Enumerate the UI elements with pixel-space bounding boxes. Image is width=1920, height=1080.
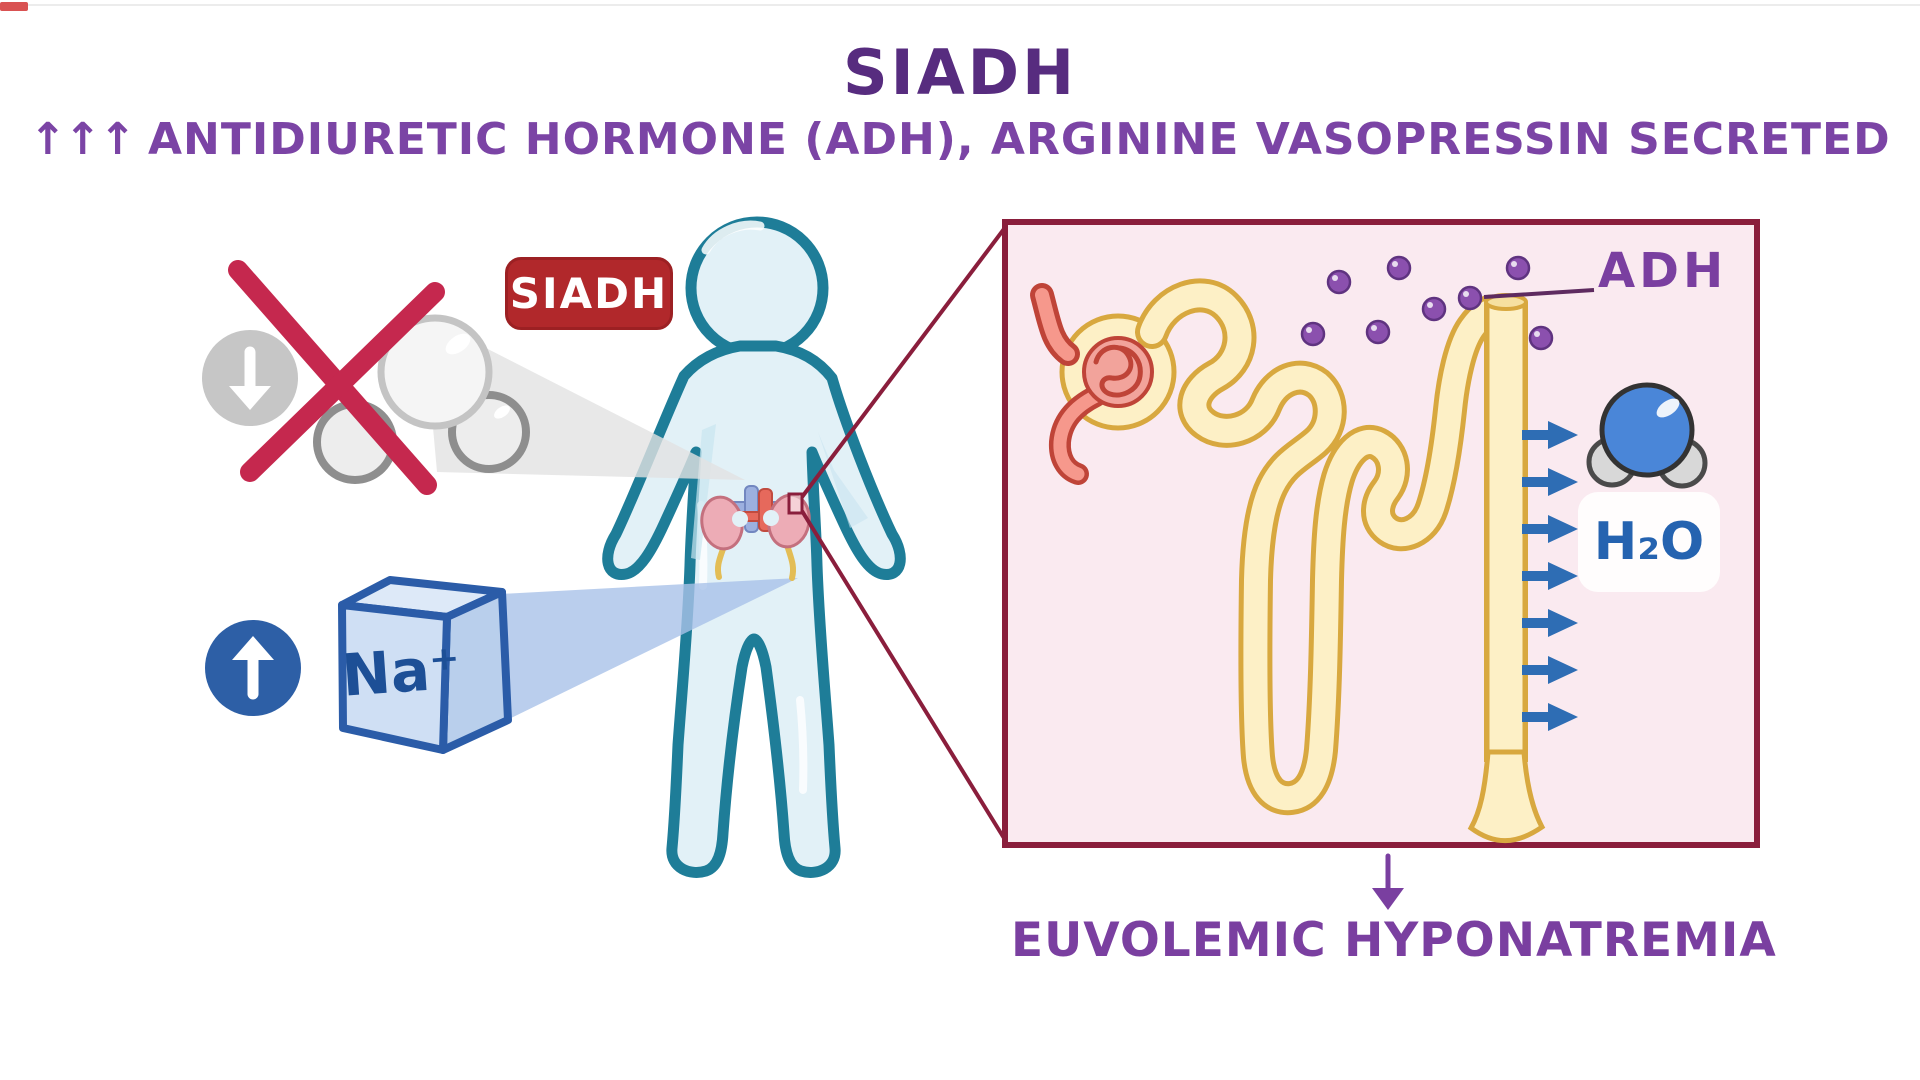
- subtitle-text: ANTIDIURETIC HORMONE (ADH), ARGININE VAS…: [147, 114, 1891, 165]
- h2o-label: H₂O: [1578, 492, 1720, 592]
- leg-highlight: [796, 696, 808, 794]
- reabsorption-arrow-icon: [1522, 468, 1578, 496]
- adh-dot: [1326, 269, 1352, 295]
- prohibited-cross-icon: [228, 260, 445, 495]
- sphere-highlight: [445, 333, 471, 355]
- reabsorption-arrow-icon: [1522, 703, 1578, 731]
- top-hairline: [0, 4, 1920, 6]
- oxygen-highlight: [1656, 398, 1680, 418]
- page-subtitle: ↑↑↑ANTIDIURETIC HORMONE (ADH), ARGININE …: [0, 114, 1920, 165]
- efferent-arteriole: [1053, 389, 1103, 481]
- reabsorption-arrow-icon: [1522, 609, 1578, 637]
- duct-flare: [1467, 749, 1546, 844]
- callout-source-box: [787, 492, 804, 515]
- up-arrow-head: [232, 636, 274, 660]
- bottom-caption: EUVOLEMIC HYPONATREMIA: [1011, 913, 1777, 968]
- siadh-badge: SIADH: [505, 257, 673, 330]
- adh-dot: [1457, 285, 1483, 311]
- adh-dot: [1505, 255, 1531, 281]
- glomerulus-coil: [1093, 344, 1143, 398]
- increase-indicator: [205, 620, 301, 716]
- nephron: [1030, 278, 1546, 844]
- callout-line-bottom: [800, 509, 1009, 845]
- kidneys-group: [700, 485, 811, 581]
- adh-dot: [1421, 296, 1447, 322]
- oxygen-sphere: [1599, 382, 1695, 478]
- cube-front-face: [338, 601, 451, 754]
- reabsorption-arrow-icon: [1522, 656, 1578, 684]
- adh-molecules: [1300, 255, 1595, 351]
- adh-label: ADH: [1598, 243, 1728, 299]
- reabsorption-arrow-icon: [1522, 515, 1578, 543]
- right-kidney-hilum: [763, 510, 779, 526]
- sphere-highlight-small: [494, 405, 510, 419]
- callout-line-top: [800, 223, 1009, 499]
- water-molecule-blue: [1586, 382, 1708, 489]
- arm-shade: [818, 432, 868, 528]
- adh-dot: [1300, 321, 1326, 347]
- adh-dot: [1386, 255, 1412, 281]
- top-left-red-mark: [0, 2, 28, 11]
- afferent-arteriole: [1035, 288, 1075, 361]
- head-highlight: [701, 220, 765, 255]
- down-arrow-head: [229, 386, 271, 410]
- adh-dot: [1528, 325, 1554, 351]
- sodium-label: Na⁺: [339, 633, 463, 710]
- triple-up-arrow-icon: ↑↑↑: [29, 114, 136, 165]
- reabsorption-arrow-icon: [1522, 421, 1578, 449]
- left-kidney-hilum: [732, 511, 748, 527]
- adh-dot: [1365, 319, 1391, 345]
- page-title: SIADH: [842, 36, 1078, 109]
- reabsorption-arrows: [1522, 421, 1578, 731]
- adh-pointer-line: [1483, 288, 1595, 299]
- sodium-beam: [500, 578, 798, 720]
- torso-shade: [691, 424, 716, 560]
- sodium-cube: [338, 576, 512, 754]
- callout-down-arrow-icon: [1372, 853, 1404, 910]
- decrease-indicator: [202, 330, 298, 426]
- tubule-fill: [1140, 283, 1508, 811]
- renal-vein: [744, 485, 759, 533]
- reabsorption-arrow-icon: [1522, 562, 1578, 590]
